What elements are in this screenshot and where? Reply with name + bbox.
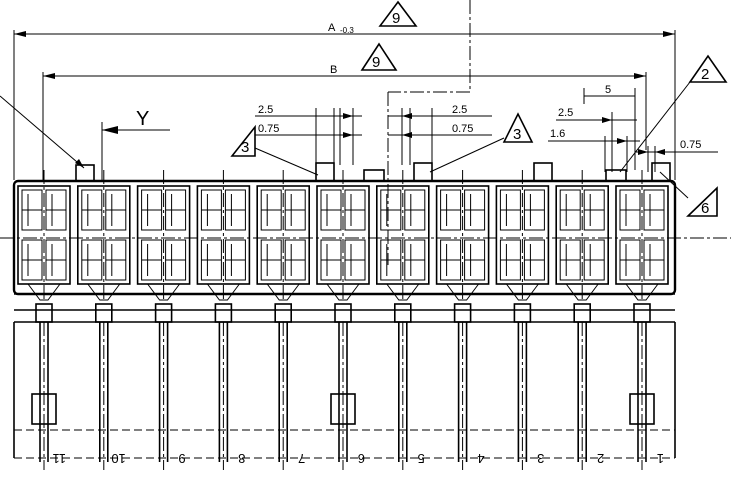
pin-number-label: 11: [53, 451, 67, 466]
pin-array: 11 10 9 8 7 6 5 4 3 2 1: [31, 303, 664, 470]
view-y-label: Y: [136, 108, 149, 130]
dimension-group-right: 5 2.5 1.6 0.75 2 6: [548, 54, 728, 217]
dim-left-075: 0.75: [258, 123, 279, 135]
dimension-b: B 9: [42, 42, 647, 180]
dim-right-5: 5: [605, 84, 611, 96]
contact-cavity: [495, 170, 550, 301]
pin-number-label: 2: [597, 451, 604, 466]
view-arrow-y: Y: [101, 108, 170, 182]
contact-cavity: [435, 170, 490, 301]
contact-cavity: [256, 170, 311, 301]
note-triangle-2: 2: [688, 54, 728, 83]
note-2-label: 2: [701, 66, 709, 83]
contact-cavity: [136, 170, 191, 301]
pin: 9: [154, 303, 186, 470]
pin-number-label: 4: [477, 451, 484, 466]
pin-number-label: 6: [358, 451, 365, 466]
dim-right-075: 0.75: [680, 139, 701, 151]
pin: 7: [274, 303, 305, 470]
note-triangle-3-mid: 3: [502, 112, 534, 143]
contact-cavity: [316, 170, 370, 301]
pin: 3: [513, 303, 544, 470]
dim-mid-075: 0.75: [452, 123, 473, 135]
pin: 5: [393, 303, 425, 470]
note-9-b-label: 9: [372, 54, 380, 71]
pin: 6: [330, 303, 365, 470]
contact-cavity: [555, 170, 610, 301]
pin-number-label: 7: [298, 451, 305, 466]
pin: 4: [453, 303, 485, 470]
dimension-a-tolerance: -0.3: [340, 26, 354, 35]
note-triangle-9-b: 9: [360, 42, 398, 71]
pin-number-label: 10: [111, 451, 125, 466]
pin: 2: [573, 303, 604, 470]
note-triangle-3-left: 3: [230, 124, 256, 157]
pin-number-label: 5: [418, 451, 425, 466]
leader-left: [0, 95, 85, 169]
contact-cavities: [17, 170, 669, 301]
pin-number-label: 3: [537, 451, 544, 466]
note-triangle-9-a: 9: [378, 0, 418, 27]
note-triangle-6: 6: [686, 186, 718, 217]
contact-cavity: [77, 170, 131, 301]
note-3-left-label: 3: [241, 139, 249, 156]
dimension-b-label: B: [330, 64, 337, 76]
contact-cavity: [196, 170, 251, 301]
pin-number-label: 9: [178, 451, 185, 466]
dim-left-25: 2.5: [258, 104, 273, 116]
pin: 11: [31, 303, 67, 470]
pin-number-label: 8: [238, 451, 245, 466]
reference-centerline: [387, 0, 471, 265]
contact-cavity: [375, 170, 430, 301]
dimension-a: A -0.3 9: [13, 0, 676, 180]
dim-right-16: 1.6: [550, 128, 565, 140]
contact-cavity: [615, 170, 669, 301]
latch-bumps: [75, 162, 671, 182]
note-6-label: 6: [701, 200, 709, 217]
dimension-group-left: 2.5 0.75 3: [230, 104, 362, 176]
pin-number-label: 1: [657, 451, 664, 466]
dimension-a-label: A: [328, 22, 336, 34]
pin: 1: [629, 303, 664, 470]
contact-cavity: [17, 170, 71, 301]
pin: 10: [95, 303, 126, 470]
pin: 8: [214, 303, 245, 470]
note-3-mid-label: 3: [513, 126, 521, 143]
dim-right-25: 2.5: [558, 107, 573, 119]
note-9-a-label: 9: [392, 10, 400, 27]
dimension-group-middle: 2.5 0.75 3: [388, 104, 534, 173]
dim-mid-25: 2.5: [452, 104, 467, 116]
